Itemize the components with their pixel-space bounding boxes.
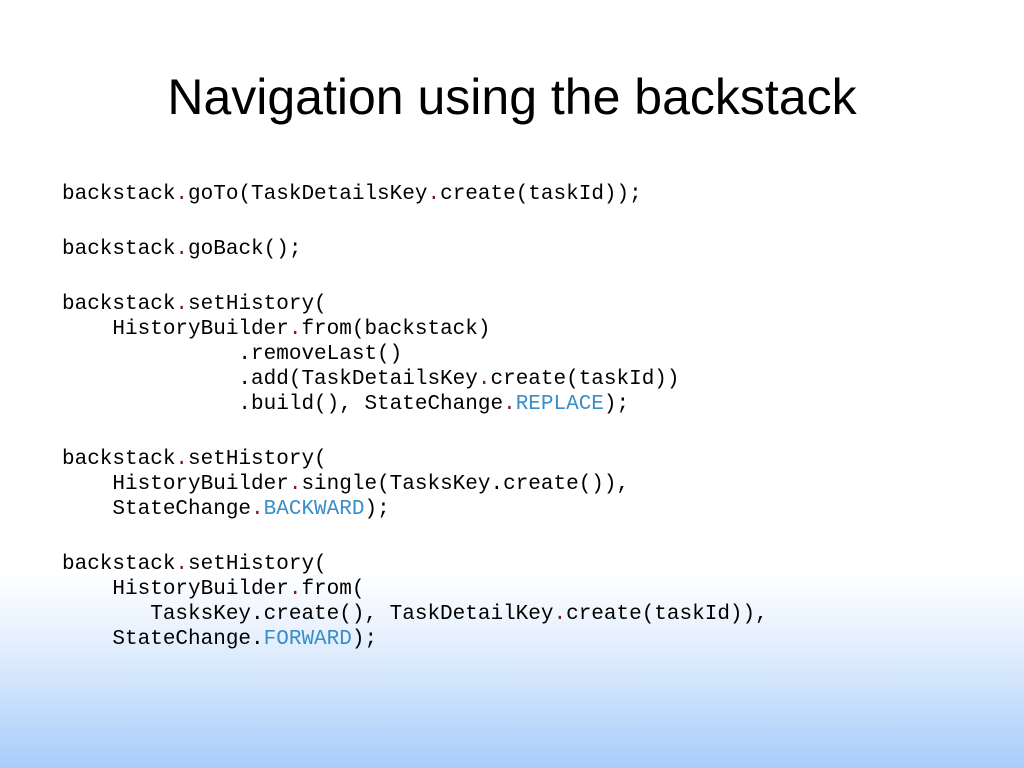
code-text: single(TasksKey.create()), bbox=[301, 473, 630, 496]
code-text: backstack bbox=[62, 238, 176, 261]
code-text: StateChange bbox=[62, 498, 252, 521]
code-text: HistoryBuilder bbox=[62, 473, 289, 496]
code-line: HistoryBuilder.from(backstack) bbox=[62, 317, 1002, 342]
code-text: .build(), StateChange bbox=[62, 393, 504, 416]
code-line: backstack.setHistory( bbox=[62, 292, 1002, 317]
code-text: ); bbox=[364, 498, 390, 521]
code-dot: . bbox=[288, 578, 302, 601]
code-dot: . bbox=[175, 238, 189, 261]
code-text: HistoryBuilder bbox=[62, 578, 289, 601]
code-text: setHistory( bbox=[188, 553, 327, 576]
code-text: from(backstack) bbox=[301, 318, 491, 341]
code-dot: . bbox=[503, 393, 516, 416]
code-text: goTo(TaskDetailsKey bbox=[188, 183, 428, 206]
code-text: backstack bbox=[62, 448, 176, 471]
code-text: backstack bbox=[62, 553, 176, 576]
code-block-2: backstack.goBack(); bbox=[62, 237, 1002, 262]
code-dot: . bbox=[251, 498, 264, 521]
code-dot: . bbox=[427, 183, 441, 206]
code-text: ); bbox=[603, 393, 630, 416]
code-dot: . bbox=[553, 603, 567, 626]
slide-title: Navigation using the backstack bbox=[167, 69, 857, 125]
code-line: backstack.goTo(TaskDetailsKey.create(tas… bbox=[62, 182, 1002, 207]
code-line: .build(), StateChange.REPLACE); bbox=[62, 392, 1002, 417]
code-line: StateChange.BACKWARD); bbox=[62, 497, 1002, 522]
code-text: .add(TaskDetailsKey bbox=[62, 368, 478, 391]
code-line: backstack.goBack(); bbox=[62, 237, 1002, 262]
code-line: .removeLast() bbox=[62, 342, 1002, 367]
code-area: backstack.goTo(TaskDetailsKey.create(tas… bbox=[62, 182, 1002, 682]
code-block-5: backstack.setHistory( HistoryBuilder.fro… bbox=[62, 552, 1002, 652]
code-text: ); bbox=[351, 628, 378, 651]
code-dot: . bbox=[477, 368, 491, 391]
code-dot: . bbox=[288, 473, 302, 496]
code-text: backstack bbox=[62, 183, 176, 206]
code-line: StateChange.FORWARD); bbox=[62, 627, 1002, 652]
code-dot: . bbox=[175, 183, 189, 206]
code-dot: . bbox=[175, 448, 189, 471]
code-text: setHistory( bbox=[188, 293, 327, 316]
code-text: create(taskId)); bbox=[440, 183, 642, 206]
code-constant: FORWARD bbox=[263, 628, 352, 651]
code-line: HistoryBuilder.from( bbox=[62, 577, 1002, 602]
code-text: create(taskId)) bbox=[490, 368, 680, 391]
code-dot: . bbox=[175, 553, 189, 576]
code-block-4: backstack.setHistory( HistoryBuilder.sin… bbox=[62, 447, 1002, 522]
code-line: HistoryBuilder.single(TasksKey.create())… bbox=[62, 472, 1002, 497]
code-line: TasksKey.create(), TaskDetailKey.create(… bbox=[62, 602, 1002, 627]
code-text: backstack bbox=[62, 293, 176, 316]
code-block-1: backstack.goTo(TaskDetailsKey.create(tas… bbox=[62, 182, 1002, 207]
code-constant: REPLACE bbox=[515, 393, 604, 416]
code-line: backstack.setHistory( bbox=[62, 447, 1002, 472]
code-line: .add(TaskDetailsKey.create(taskId)) bbox=[62, 367, 1002, 392]
code-text: goBack(); bbox=[188, 238, 302, 261]
code-text: StateChange. bbox=[62, 628, 264, 651]
code-text: create(taskId)), bbox=[566, 603, 768, 626]
code-dot: . bbox=[175, 293, 189, 316]
code-text: .removeLast() bbox=[62, 343, 403, 366]
code-line: backstack.setHistory( bbox=[62, 552, 1002, 577]
code-dot: . bbox=[288, 318, 302, 341]
code-text: HistoryBuilder bbox=[62, 318, 289, 341]
code-block-3: backstack.setHistory( HistoryBuilder.fro… bbox=[62, 292, 1002, 417]
code-text: from( bbox=[301, 578, 365, 601]
code-text: TasksKey.create(), TaskDetailKey bbox=[62, 603, 554, 626]
code-text: setHistory( bbox=[188, 448, 327, 471]
code-constant: BACKWARD bbox=[263, 498, 365, 521]
